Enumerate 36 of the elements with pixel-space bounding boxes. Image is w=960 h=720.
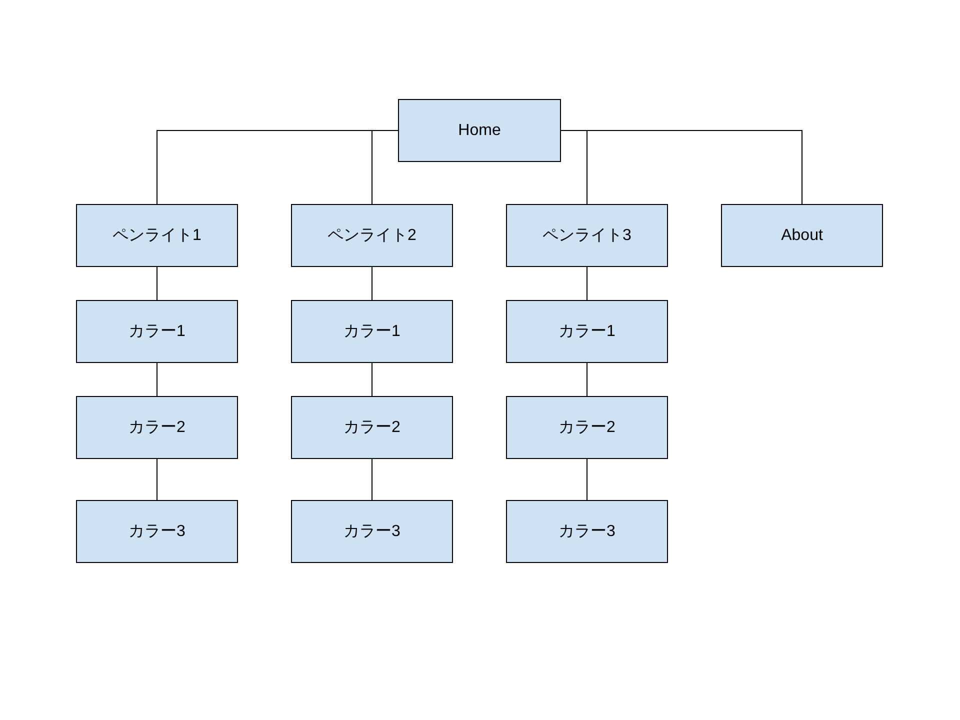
connector-line: [156, 458, 158, 500]
page-box: [291, 300, 453, 363]
box-label: Home: [458, 120, 501, 140]
box-label: About: [781, 226, 823, 246]
connector-line: [586, 362, 588, 396]
box-label: カラー2: [128, 418, 186, 438]
page-box: [291, 500, 453, 563]
box-label: カラー1: [558, 322, 616, 342]
box-label: カラー2: [558, 418, 616, 438]
page-box: [291, 396, 453, 459]
page-box: [506, 396, 668, 459]
box-label: ペンライト3: [542, 226, 632, 246]
connector-line: [372, 130, 398, 204]
box-label: カラー1: [128, 322, 186, 342]
page-box: [398, 99, 561, 162]
page-box: [76, 500, 238, 563]
connector-line: [586, 458, 588, 500]
connector-line: [560, 130, 802, 204]
page-box: [506, 500, 668, 563]
connector-line: [156, 362, 158, 396]
box-label: ペンライト1: [112, 226, 202, 246]
page-box: [291, 204, 453, 267]
page-box: [76, 396, 238, 459]
page-box: [506, 300, 668, 363]
connector-line: [586, 266, 588, 300]
page-box: [721, 204, 883, 267]
box-label: カラー3: [558, 522, 616, 542]
box-label: カラー2: [344, 418, 400, 438]
box-label: カラー1: [344, 322, 400, 342]
box-label: カラー3: [128, 522, 186, 542]
connector-line: [156, 266, 158, 300]
page-box: [76, 204, 238, 267]
page-box: [76, 300, 238, 363]
box-label: ペンライト2: [328, 226, 416, 246]
box-label: カラー3: [344, 522, 400, 542]
page-box: [506, 204, 668, 267]
